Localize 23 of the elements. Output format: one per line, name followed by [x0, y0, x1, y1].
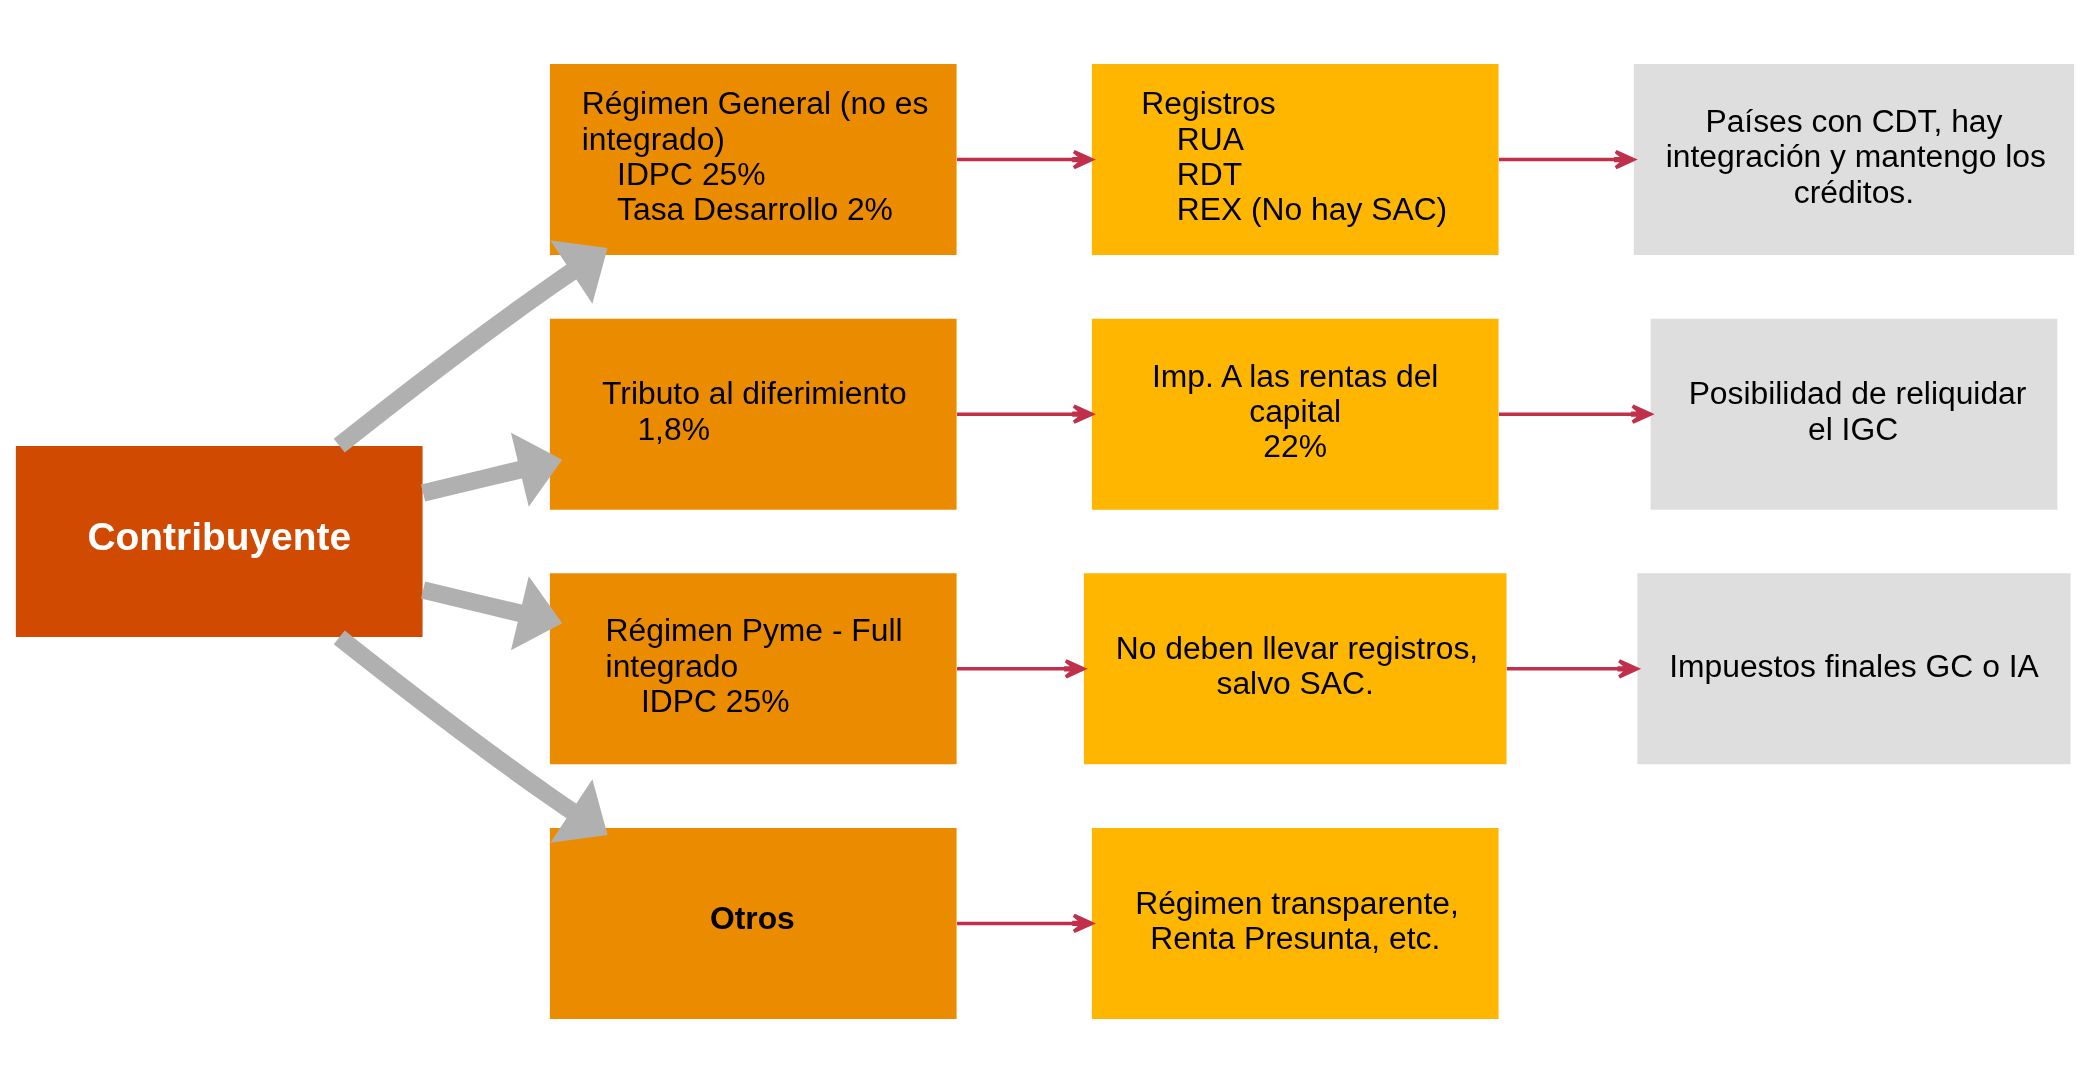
node-box: Régimen General (no es integrado) IDPC 25% Tasa Desarrollo 2%	[549, 64, 957, 256]
arrow	[957, 913, 1094, 934]
node-box: Países con CDT, hay integración y mantengo los créditos.	[1633, 64, 2075, 256]
node-box: Régimen Pyme - Full integrado IDPC 25%	[549, 573, 957, 765]
arrow	[957, 659, 1086, 679]
arrow	[1499, 404, 1653, 424]
arrow	[957, 149, 1094, 170]
node-box: Contribuyente	[15, 446, 423, 637]
arrow	[333, 630, 608, 843]
arrow	[1499, 149, 1636, 170]
node-box: No deben llevar registros, salvo SAC.	[1083, 573, 1507, 765]
arrow	[1506, 659, 1639, 679]
node-box: Régimen transparente, Renta Presunta, etc.	[1091, 827, 1499, 1019]
node-box: Tributo al diferimiento 1,8%	[549, 318, 957, 510]
arrow	[957, 404, 1094, 424]
arrow	[333, 240, 608, 453]
node-box: Imp. A las rentas del capital 22%	[1091, 318, 1499, 510]
node-box: Impuestos finales GC o IA	[1637, 573, 2071, 765]
node-box: Posibilidad de reliquidar el IGC	[1650, 318, 2058, 510]
arrow	[421, 432, 563, 507]
arrow	[421, 576, 563, 651]
node-box: Registros RUA RDT REX (No hay SAC)	[1091, 64, 1499, 256]
node-box: Otros	[549, 827, 957, 1019]
